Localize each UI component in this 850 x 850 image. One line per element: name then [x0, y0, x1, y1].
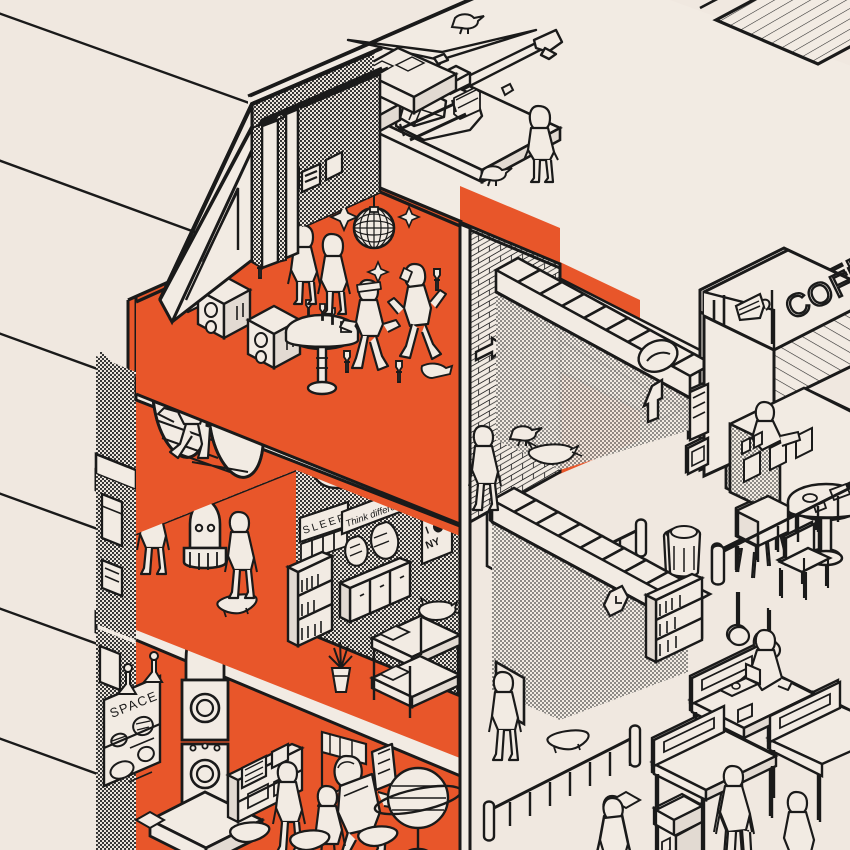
railing — [482, 724, 642, 842]
office-worker-standing — [715, 764, 755, 850]
skateboard — [216, 593, 258, 618]
railing-right — [710, 486, 850, 586]
bottle — [433, 268, 441, 291]
shop-window-2 — [686, 382, 710, 476]
window — [100, 492, 124, 548]
person-doorway — [488, 670, 522, 762]
museum-contents-top: SPACE — [102, 616, 463, 850]
person-dancing — [339, 278, 401, 372]
bird — [478, 165, 513, 187]
arrow-up-sign — [641, 377, 664, 424]
pendant-lamp-2 — [727, 592, 751, 647]
person-dorm — [224, 510, 258, 600]
flag — [320, 730, 368, 800]
wall-clock — [602, 584, 630, 618]
sleep-sign: SLEEP — [298, 500, 350, 564]
office-person — [782, 790, 816, 850]
ny-poster-line1-2: I — [424, 525, 431, 537]
wall-mask — [344, 534, 369, 567]
bottle — [395, 360, 403, 383]
coffee-cup-icon-2 — [734, 292, 771, 322]
person-dancing — [387, 262, 447, 361]
roof-slats-panel — [699, 0, 850, 66]
desk-3 — [651, 704, 779, 850]
bird — [450, 13, 485, 35]
office-person — [596, 796, 631, 850]
dog — [525, 439, 583, 466]
water-cooler-2 — [653, 794, 705, 850]
window — [100, 558, 124, 598]
person-party — [317, 232, 351, 316]
wall-mask — [370, 520, 400, 560]
stairwell-right-final — [458, 221, 715, 850]
person-landing — [468, 424, 502, 512]
trash-bin — [666, 525, 702, 578]
bench — [289, 829, 331, 850]
bench — [357, 825, 399, 848]
lockers — [337, 556, 414, 624]
bench — [229, 821, 271, 844]
chair-2 — [777, 522, 833, 600]
bookshelf — [285, 550, 336, 648]
bird — [508, 425, 543, 447]
roof-top-edges — [249, 0, 474, 98]
attic-wall-final — [158, 46, 389, 326]
sparkle — [328, 201, 360, 233]
floor-tile — [133, 810, 167, 830]
bookshelf-office — [643, 572, 705, 664]
person-rooftop — [523, 104, 559, 184]
staircase-mid-final — [489, 486, 713, 631]
left-dotted-wall — [96, 474, 136, 640]
bottle — [343, 350, 351, 373]
roof-debris — [500, 82, 515, 97]
disco-ball — [352, 188, 396, 250]
sparkle — [396, 204, 422, 230]
window — [98, 644, 122, 692]
ny-poster-line2-2: NY — [424, 536, 442, 552]
cat — [418, 595, 465, 622]
attic-window — [300, 150, 344, 194]
desk-2 — [767, 680, 850, 822]
laptop-2 — [717, 662, 762, 698]
rooftop-scene — [297, 13, 564, 445]
counter-cup-2 — [741, 430, 763, 456]
space-lamp — [115, 663, 138, 695]
coffee-bean-sign-2 — [637, 339, 679, 373]
potted-plant — [328, 641, 353, 694]
desk-cup-2 — [737, 702, 753, 724]
high-heel — [420, 362, 454, 379]
space-lamp — [141, 651, 164, 683]
skateboard — [546, 729, 590, 754]
